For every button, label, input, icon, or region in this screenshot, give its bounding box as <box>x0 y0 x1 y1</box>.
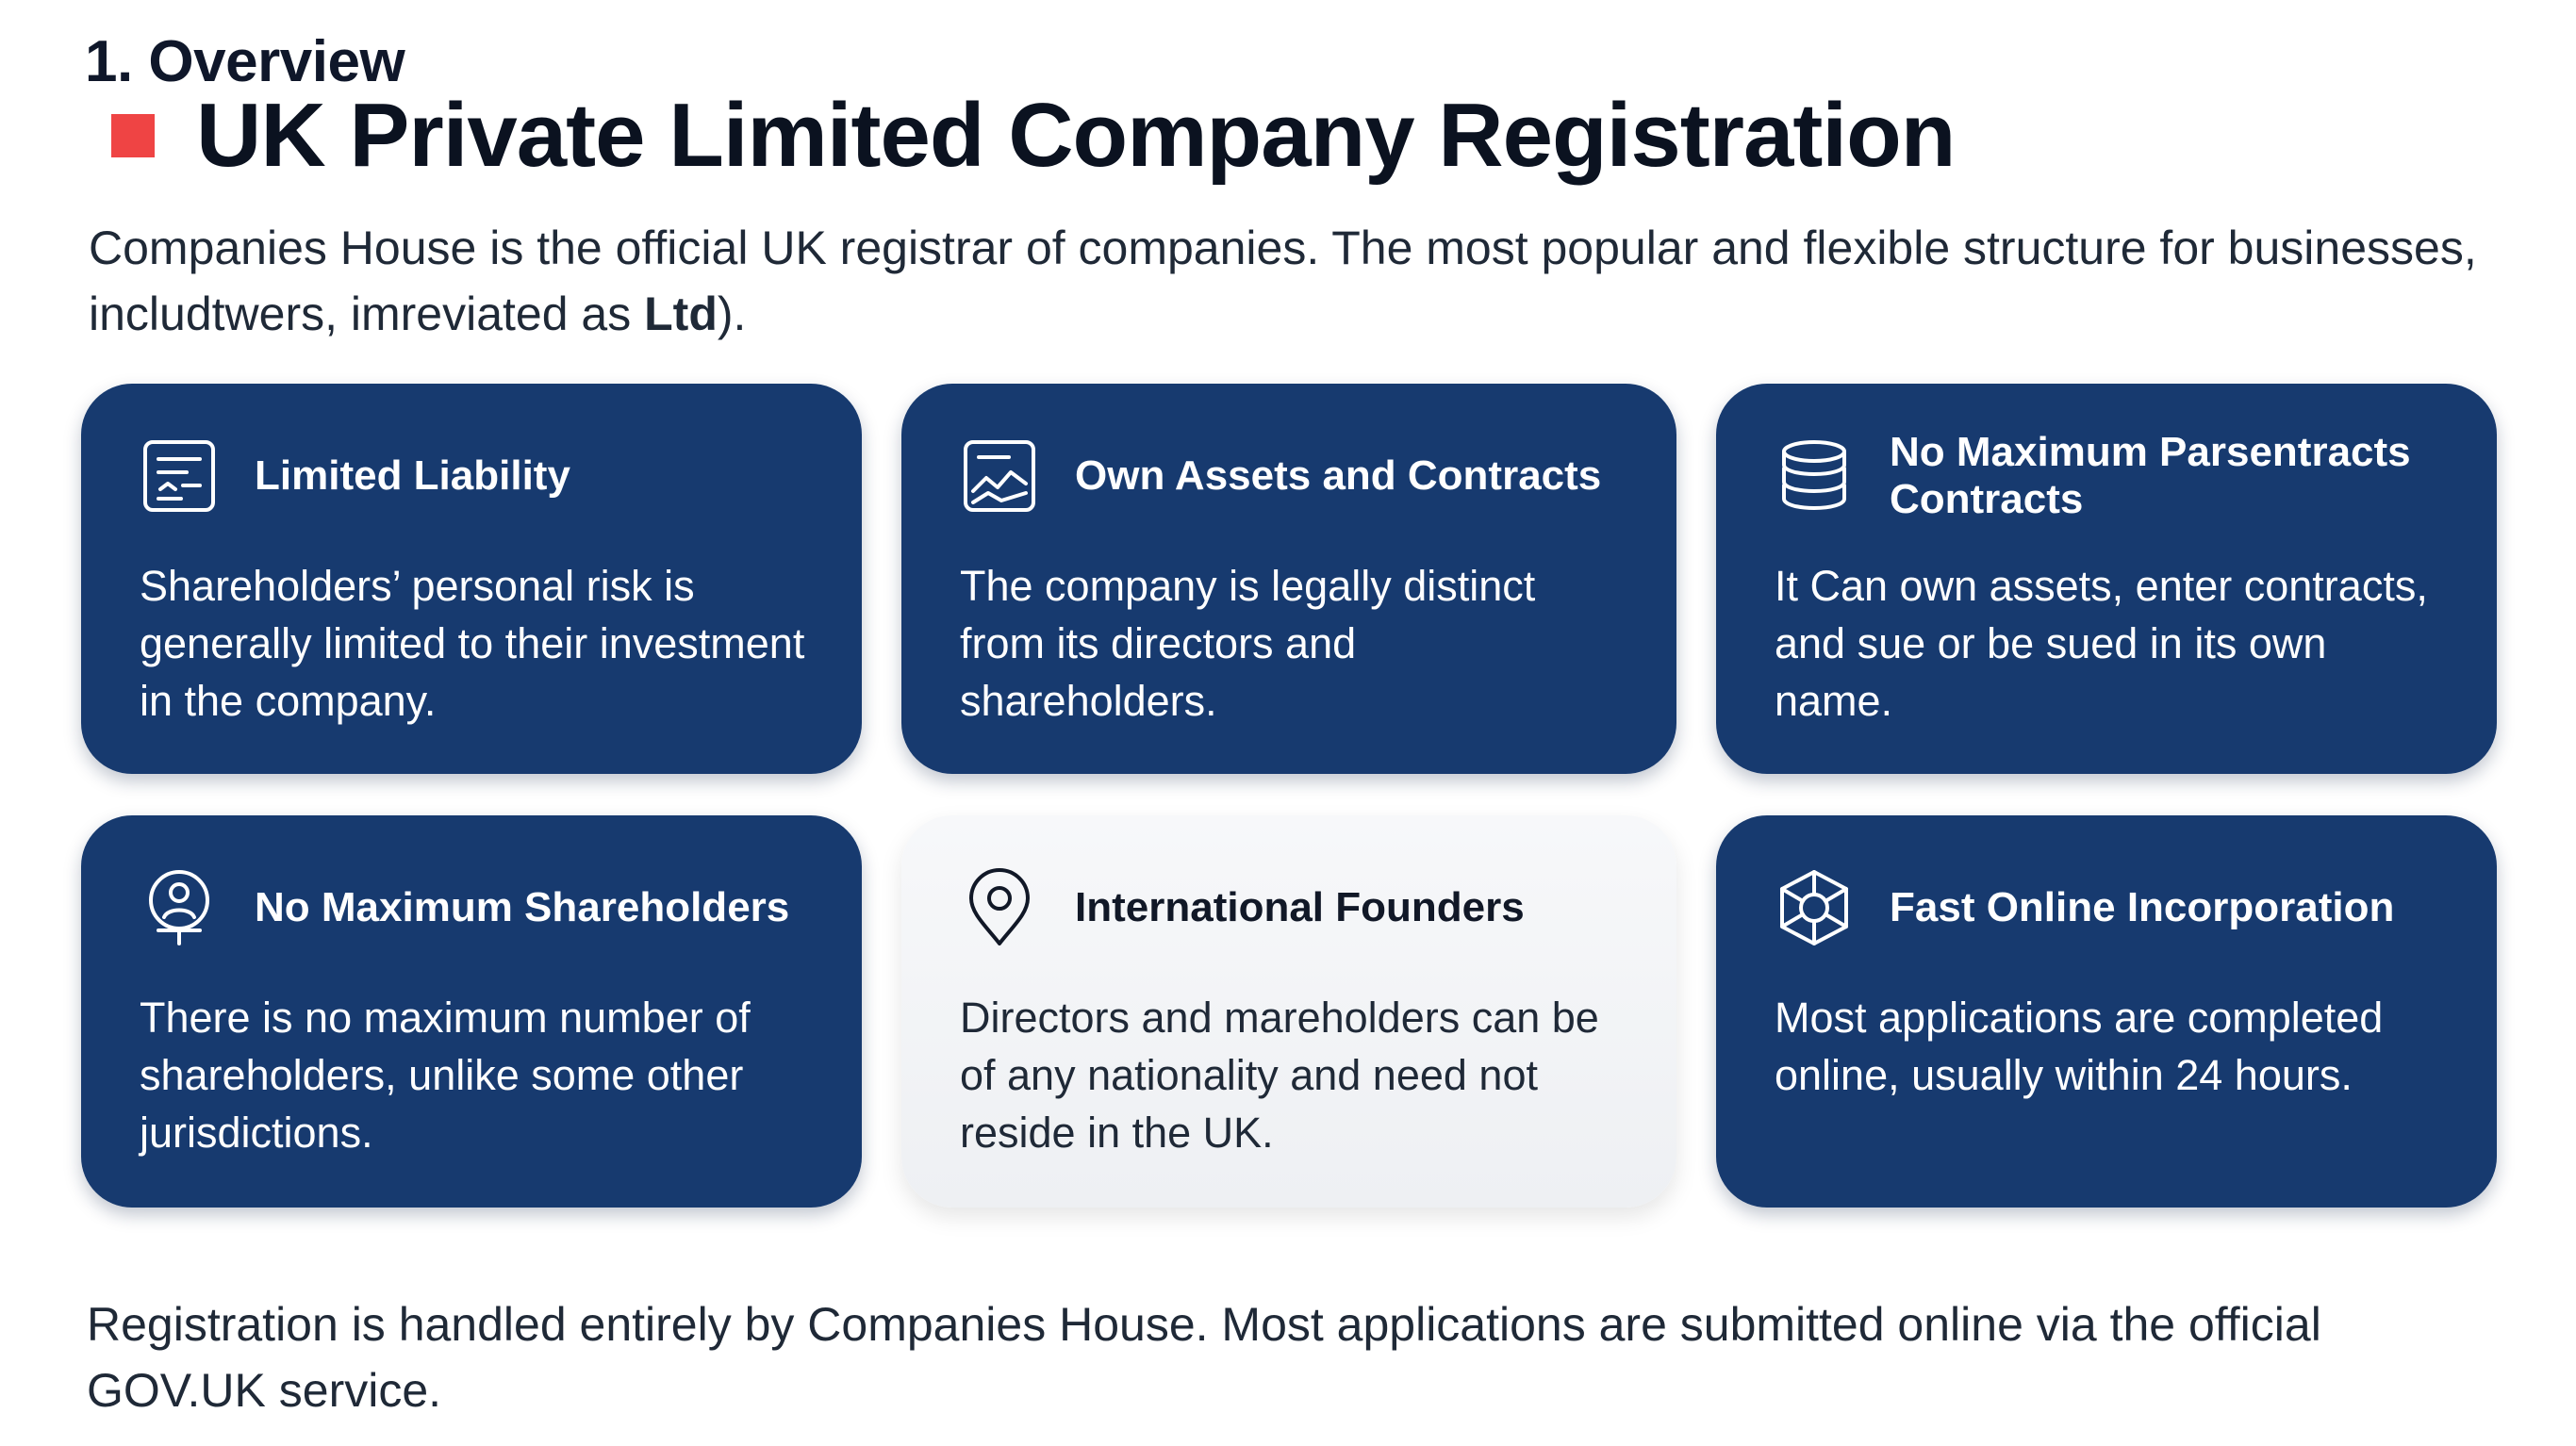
title-accent-square <box>111 114 155 157</box>
feature-card-fast-online: Fast Online Incorporation Most applicati… <box>1716 815 2497 1208</box>
person-pin-icon <box>140 868 219 947</box>
feature-card-own-assets: Own Assets and Contracts The company is … <box>901 384 1676 774</box>
section-label: 1. Overview <box>85 29 405 94</box>
title-row: UK Private Limited Company Registration <box>111 85 1956 186</box>
feature-card-no-max-shareholders: No Maximum Shareholders There is no maxi… <box>81 815 862 1208</box>
feature-grid: Limited Liability Shareholders’ personal… <box>81 384 2497 1208</box>
document-checklist-icon <box>140 436 219 516</box>
card-body: Directors and mareholders can be of any … <box>960 994 1599 1157</box>
intro-text-end: ). <box>717 288 747 340</box>
card-body: It Can own assets, enter contracts, and … <box>1775 562 2428 725</box>
card-title: No Maximum Shareholders <box>255 884 790 930</box>
intro-text: Companies House is the official UK regis… <box>89 222 2477 340</box>
card-title: Limited Liability <box>255 452 570 499</box>
card-title: Fast Online Incorporation <box>1890 884 2395 930</box>
intro-paragraph: Companies House is the official UK regis… <box>89 215 2502 347</box>
feature-card-international-founders: International Founders Directors and mar… <box>901 815 1676 1208</box>
card-body: There is no maximum number of shareholde… <box>140 994 751 1157</box>
feature-card-no-max-contracts: No Maximum Parsentracts Contracts It Can… <box>1716 384 2497 774</box>
feature-card-limited-liability: Limited Liability Shareholders’ personal… <box>81 384 862 774</box>
intro-bold-text: Ltd <box>644 288 718 340</box>
card-body: Most applications are completed online, … <box>1775 994 2384 1099</box>
database-stack-icon <box>1775 436 1854 516</box>
card-title: Own Assets and Contracts <box>1075 452 1602 499</box>
card-title: No Maximum Parsentracts Contracts <box>1890 429 2411 522</box>
chart-document-icon <box>960 436 1039 516</box>
card-body: The company is legally distinct from its… <box>960 562 1536 725</box>
network-globe-icon <box>1775 868 1854 947</box>
page-title: UK Private Limited Company Registration <box>196 85 1956 186</box>
footer-paragraph: Registration is handled entirely by Comp… <box>87 1298 2321 1417</box>
location-pin-icon <box>960 868 1039 947</box>
card-title: International Founders <box>1075 884 1525 930</box>
card-body: Shareholders’ personal risk is generally… <box>140 562 805 725</box>
